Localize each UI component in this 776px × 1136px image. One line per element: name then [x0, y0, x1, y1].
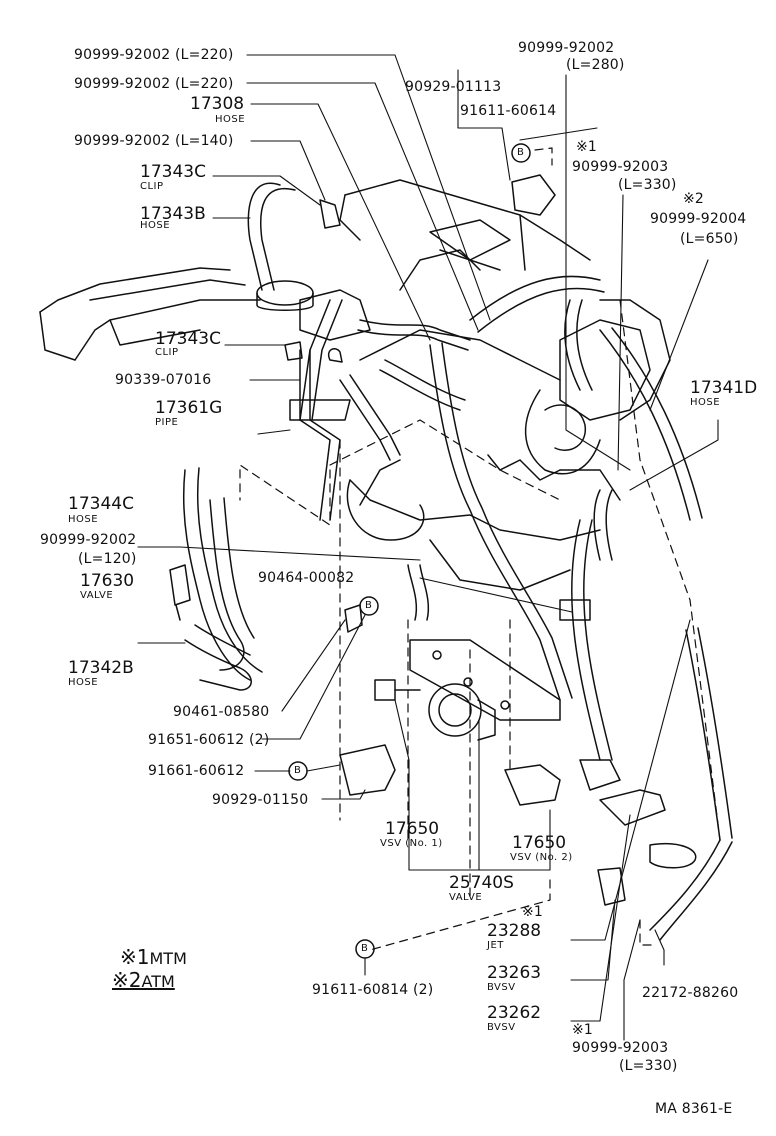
bolt-letter: B	[365, 600, 373, 611]
part-desc-hose-17308: HOSE	[215, 114, 246, 125]
part-label-90999-92002-l220-a: 90999-92002 (L=220)	[74, 47, 234, 63]
part-number-23288: 23288	[487, 921, 542, 941]
legend-mtm-text: MTM	[149, 949, 187, 968]
engine-outline	[39, 179, 671, 591]
part-label-90999-92003-b: 90999-92003	[572, 1040, 669, 1056]
part-desc-hose-17342b: HOSE	[68, 677, 99, 688]
part-number-17361g: 17361G	[155, 398, 223, 418]
legend-atm-mark: ※2	[112, 968, 142, 992]
part-label-90999-92004: 90999-92004	[650, 211, 747, 227]
part-label-91651-60612: 91651-60612 (2)	[148, 732, 270, 748]
part-number-17343b: 17343B	[140, 204, 206, 224]
small-parts	[284, 174, 697, 906]
part-length-l650: (L=650)	[680, 231, 739, 247]
part-length-l120: (L=120)	[78, 551, 137, 567]
legend-atm-text: ATM	[141, 972, 175, 991]
vacuum-hoses	[247, 182, 733, 941]
part-desc-hose-17343b: HOSE	[140, 220, 171, 231]
part-desc-hose-17341d: HOSE	[690, 397, 721, 408]
part-number-17342b: 17342B	[68, 658, 134, 678]
part-label-90929-01150: 90929-01150	[212, 792, 309, 808]
part-label-90461-08580: 90461-08580	[173, 704, 270, 720]
legend-mtm-mark: ※1	[120, 945, 150, 969]
bolt-letter: B	[361, 943, 369, 954]
part-length-l280: (L=280)	[566, 57, 625, 73]
part-number-17344c: 17344C	[68, 494, 134, 514]
left-hoses	[169, 467, 263, 691]
mtm-mark-b: ※1	[522, 904, 544, 920]
part-desc-valve-17630: VALVE	[80, 590, 114, 601]
atm-mark: ※2	[683, 191, 705, 207]
part-label-91661-60612: 91661-60612	[148, 763, 245, 779]
part-label-90999-92002-l120: 90999-92002	[40, 532, 137, 548]
part-desc-vsv-no2: VSV (No. 2)	[510, 852, 573, 863]
part-label-22172-88260: 22172-88260	[642, 985, 739, 1001]
part-number-17343c-a: 17343C	[140, 162, 206, 182]
part-label-91611-60614: 91611-60614	[460, 103, 557, 119]
legend-mtm: ※1MTM	[120, 947, 187, 967]
part-label-90999-92002-l140: 90999-92002 (L=140)	[74, 133, 234, 149]
mtm-mark-a: ※1	[576, 139, 598, 155]
part-number-17308: 17308	[190, 94, 245, 114]
part-desc-clip-b: CLIP	[155, 347, 179, 358]
part-label-90999-92003-a: 90999-92003	[572, 159, 669, 175]
part-number-23263: 23263	[487, 963, 542, 983]
part-length-l330-a: (L=330)	[618, 177, 677, 193]
part-label-90999-92002-l220-b: 90999-92002 (L=220)	[74, 76, 234, 92]
part-desc-vsv-no1: VSV (No. 1)	[380, 838, 443, 849]
mtm-mark-c: ※1	[572, 1022, 594, 1038]
part-number-17343c-b: 17343C	[155, 329, 221, 349]
part-label-90999-92002-l280: 90999-92002	[518, 40, 615, 56]
bolt-letter: B	[517, 147, 525, 158]
filler-cap-and-pipes	[256, 280, 401, 521]
vsv-bracket	[374, 639, 561, 741]
part-number-17650-no2: 17650	[512, 833, 567, 853]
part-desc-valve-25740s: VALVE	[449, 892, 483, 903]
bolt-letter: B	[294, 765, 302, 776]
part-label-91611-60814: 91611-60814 (2)	[312, 982, 434, 998]
part-desc-pipe: PIPE	[155, 417, 179, 428]
diagram-id: MA 8361-E	[655, 1101, 733, 1117]
part-number-25740s: 25740S	[449, 873, 514, 893]
legend-atm: ※2ATM	[112, 970, 175, 990]
part-label-90464-00082: 90464-00082	[258, 570, 355, 586]
part-desc-bvsv-23262: BVSV	[487, 1022, 516, 1033]
part-number-17630: 17630	[80, 571, 135, 591]
phantom-lines	[239, 147, 721, 951]
part-desc-bvsv-23263: BVSV	[487, 982, 516, 993]
part-desc-hose-17344c: HOSE	[68, 514, 99, 525]
part-label-90339-07016: 90339-07016	[115, 372, 212, 388]
part-number-17650-no1: 17650	[385, 819, 440, 839]
part-desc-clip-a: CLIP	[140, 181, 164, 192]
part-desc-jet: JET	[487, 940, 504, 951]
part-number-23262: 23262	[487, 1003, 542, 1023]
part-length-l330-b: (L=330)	[619, 1058, 678, 1074]
part-label-90929-01113: 90929-01113	[405, 79, 502, 95]
leader-lines	[137, 54, 719, 1041]
part-number-17341d: 17341D	[690, 378, 758, 398]
